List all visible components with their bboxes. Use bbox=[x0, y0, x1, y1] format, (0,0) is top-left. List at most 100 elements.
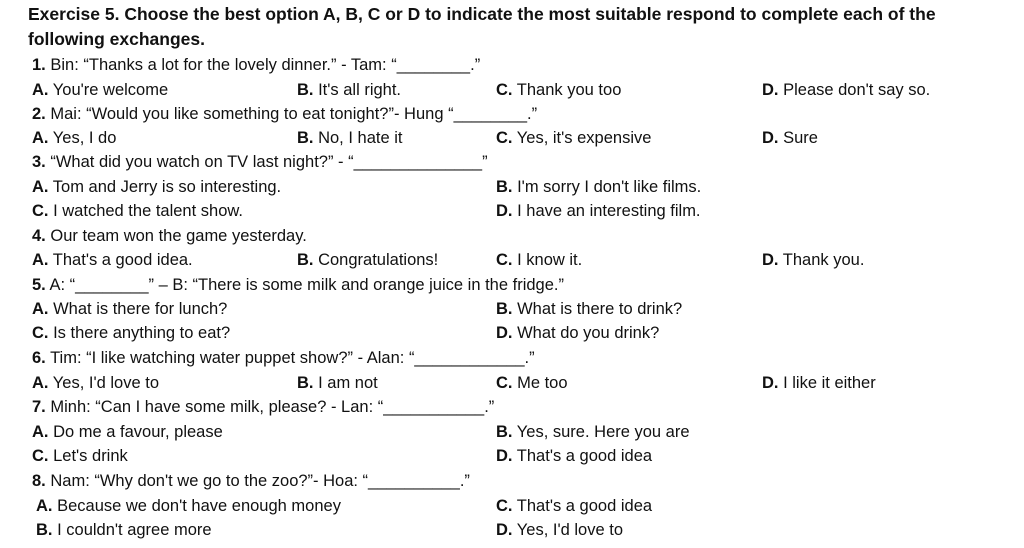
option-6a[interactable]: A. Yes, I'd love to bbox=[32, 373, 159, 393]
option-4b[interactable]: B. Congratulations! bbox=[297, 250, 438, 270]
option-text: What is there to drink? bbox=[517, 300, 683, 318]
option-6d[interactable]: D. I like it either bbox=[762, 373, 876, 393]
option-2a[interactable]: A. Yes, I do bbox=[32, 128, 116, 148]
option-7c[interactable]: C. Let's drink bbox=[32, 446, 128, 466]
question-3: 3. “What did you watch on TV last night?… bbox=[32, 152, 488, 172]
option-text: Do me a favour, please bbox=[53, 423, 223, 441]
option-8a[interactable]: A. Because we don't have enough money bbox=[36, 496, 341, 516]
option-5a[interactable]: A. What is there for lunch? bbox=[32, 299, 227, 319]
exercise-title-line-2: following exchanges. bbox=[28, 29, 205, 49]
option-text: Yes, it's expensive bbox=[516, 129, 652, 147]
question-number: 3. bbox=[32, 153, 46, 171]
option-text: Sure bbox=[783, 129, 818, 147]
option-letter: D. bbox=[762, 251, 779, 269]
option-4c[interactable]: C. I know it. bbox=[496, 250, 582, 270]
option-letter: C. bbox=[32, 447, 49, 465]
question-number: 5. bbox=[32, 276, 46, 294]
question-number: 2. bbox=[32, 105, 46, 123]
option-5b[interactable]: B. What is there to drink? bbox=[496, 299, 682, 319]
question-5: 5. A: “________” – B: “There is some mil… bbox=[32, 275, 564, 295]
option-letter: B. bbox=[297, 374, 314, 392]
option-letter: B. bbox=[496, 423, 513, 441]
option-letter: A. bbox=[32, 178, 49, 196]
question-6: 6. Tim: “I like watching water puppet sh… bbox=[32, 348, 535, 368]
option-letter: D. bbox=[762, 81, 779, 99]
option-letter: D. bbox=[762, 374, 779, 392]
option-7b[interactable]: B. Yes, sure. Here you are bbox=[496, 422, 690, 442]
option-3b[interactable]: B. I'm sorry I don't like films. bbox=[496, 177, 701, 197]
option-1a[interactable]: A. You're welcome bbox=[32, 80, 168, 100]
option-8b[interactable]: B. I couldn't agree more bbox=[36, 520, 212, 540]
option-letter: B. bbox=[297, 129, 314, 147]
option-1c[interactable]: C. Thank you too bbox=[496, 80, 621, 100]
question-1: 1. Bin: “Thanks a lot for the lovely din… bbox=[32, 55, 480, 75]
option-6b[interactable]: B. I am not bbox=[297, 373, 378, 393]
option-letter: C. bbox=[496, 251, 513, 269]
option-3a[interactable]: A. Tom and Jerry is so interesting. bbox=[32, 177, 281, 197]
option-letter: C. bbox=[496, 81, 513, 99]
question-8: 8. Nam: “Why don't we go to the zoo?”- H… bbox=[32, 471, 470, 491]
option-letter: D. bbox=[496, 202, 513, 220]
option-text: Yes, I do bbox=[52, 129, 117, 147]
option-2d[interactable]: D. Sure bbox=[762, 128, 818, 148]
question-number: 8. bbox=[32, 472, 46, 490]
option-letter: C. bbox=[496, 129, 513, 147]
option-2c[interactable]: C. Yes, it's expensive bbox=[496, 128, 651, 148]
option-text: Let's drink bbox=[53, 447, 128, 465]
option-letter: A. bbox=[32, 300, 49, 318]
option-text: That's a good idea. bbox=[52, 251, 193, 269]
option-letter: B. bbox=[496, 300, 513, 318]
option-5d[interactable]: D. What do you drink? bbox=[496, 323, 659, 343]
option-letter: D. bbox=[496, 447, 513, 465]
option-4a[interactable]: A. That's a good idea. bbox=[32, 250, 193, 270]
option-text: I have an interesting film. bbox=[517, 202, 701, 220]
option-2b[interactable]: B. No, I hate it bbox=[297, 128, 402, 148]
option-7a[interactable]: A. Do me a favour, please bbox=[32, 422, 223, 442]
option-text: That's a good idea bbox=[516, 447, 653, 465]
option-letter: D. bbox=[496, 324, 513, 342]
option-letter: B. bbox=[36, 521, 53, 539]
question-text: A: “________” – B: “There is some milk a… bbox=[49, 276, 564, 294]
option-4d[interactable]: D. Thank you. bbox=[762, 250, 864, 270]
option-text: Me too bbox=[517, 374, 568, 392]
question-7: 7. Minh: “Can I have some milk, please? … bbox=[32, 397, 494, 417]
option-text: What is there for lunch? bbox=[53, 300, 228, 318]
option-text: Please don't say so. bbox=[783, 81, 931, 99]
option-letter: B. bbox=[297, 81, 314, 99]
option-letter: A. bbox=[32, 251, 49, 269]
option-3c[interactable]: C. I watched the talent show. bbox=[32, 201, 243, 221]
option-letter: D. bbox=[496, 521, 513, 539]
option-1d[interactable]: D. Please don't say so. bbox=[762, 80, 930, 100]
option-letter: A. bbox=[32, 129, 49, 147]
option-text: Yes, sure. Here you are bbox=[516, 423, 690, 441]
option-text: Thank you too bbox=[516, 81, 622, 99]
option-text: Yes, I'd love to bbox=[52, 374, 159, 392]
option-letter: A. bbox=[32, 374, 49, 392]
option-7d[interactable]: D. That's a good idea bbox=[496, 446, 652, 466]
option-text: Is there anything to eat? bbox=[53, 324, 231, 342]
option-text: I watched the talent show. bbox=[53, 202, 243, 220]
option-text: I'm sorry I don't like films. bbox=[517, 178, 702, 196]
question-text: Mai: “Would you like something to eat to… bbox=[50, 105, 538, 123]
option-text: What do you drink? bbox=[517, 324, 660, 342]
option-letter: C. bbox=[32, 324, 49, 342]
question-number: 7. bbox=[32, 398, 46, 416]
question-number: 6. bbox=[32, 349, 46, 367]
option-letter: D. bbox=[762, 129, 779, 147]
option-5c[interactable]: C. Is there anything to eat? bbox=[32, 323, 230, 343]
question-text: Tim: “I like watching water puppet show?… bbox=[50, 349, 535, 367]
question-text: Bin: “Thanks a lot for the lovely dinner… bbox=[50, 56, 481, 74]
option-text: I couldn't agree more bbox=[57, 521, 212, 539]
option-text: Yes, I'd love to bbox=[516, 521, 623, 539]
option-6c[interactable]: C. Me too bbox=[496, 373, 568, 393]
option-letter: C. bbox=[496, 374, 513, 392]
option-letter: C. bbox=[496, 497, 513, 515]
option-1b[interactable]: B. It's all right. bbox=[297, 80, 401, 100]
question-text: Minh: “Can I have some milk, please? - L… bbox=[50, 398, 495, 416]
question-2: 2. Mai: “Would you like something to eat… bbox=[32, 104, 537, 124]
option-letter: A. bbox=[36, 497, 53, 515]
option-text: Thank you. bbox=[782, 251, 865, 269]
option-3d[interactable]: D. I have an interesting film. bbox=[496, 201, 701, 221]
option-8d[interactable]: D. Yes, I'd love to bbox=[496, 520, 623, 540]
option-8c[interactable]: C. That's a good idea bbox=[496, 496, 652, 516]
